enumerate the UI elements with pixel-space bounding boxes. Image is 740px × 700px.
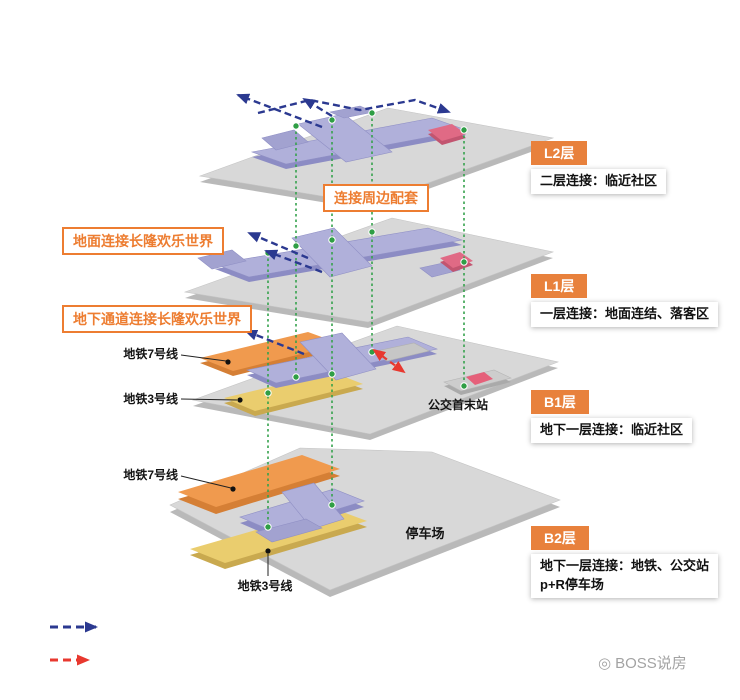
level-desc-b2: 地下一层连接：地铁、公交站 p+R停车场: [531, 554, 719, 598]
watermark: ◎ BOSS说房: [598, 652, 687, 673]
callout-periphery: 连接周边配套: [323, 184, 429, 212]
b2-metro7-label: 地铁7号线: [123, 467, 178, 482]
b1-metro3-strip: [224, 372, 363, 416]
level-tag-l1: L1层: [531, 274, 588, 298]
leader-dots: [225, 359, 271, 554]
level-tag-l2: L2层: [531, 141, 588, 165]
level-desc-l1: 一层连接：地面连结、落客区: [531, 302, 719, 327]
level-tag-b2: B2层: [531, 526, 589, 550]
plate-b1: [191, 325, 560, 440]
bus-terminal-label: 公交首末站: [428, 397, 488, 412]
level-desc-b2-line2: p+R停车场: [540, 576, 604, 592]
parking-label: 停车场: [405, 526, 444, 541]
leader-lines: [180, 354, 269, 576]
callout-surface-connection: 地面连接长隆欢乐世界: [62, 227, 224, 255]
vertical-connectors: [267, 113, 465, 527]
plate-l1: [183, 217, 555, 328]
l2-pink-block: [428, 124, 466, 145]
camera-icon: ◎: [598, 654, 612, 672]
b2-metro7-strip: [178, 455, 340, 514]
b1-metro7-label: 地铁7号线: [123, 346, 178, 361]
level-desc-l2: 二层连接：临近社区: [531, 169, 667, 194]
level-desc-b2-line1: 地下一层连接：地铁、公交站: [540, 558, 710, 573]
flow-arrow-red: [372, 348, 406, 374]
plate-b2: [169, 447, 561, 597]
callout-underground-connection: 地下通道连接长隆欢乐世界: [62, 305, 252, 333]
b1-metro3-label: 地铁3号线: [123, 391, 178, 406]
b2-metro3-label: 地铁3号线: [238, 578, 293, 593]
level-desc-b1: 地下一层连接：临近社区: [531, 418, 693, 443]
watermark-text: BOSS说房: [615, 655, 687, 672]
flow-arrows-blue: [236, 93, 451, 356]
level-tag-b1: B1层: [531, 390, 589, 414]
